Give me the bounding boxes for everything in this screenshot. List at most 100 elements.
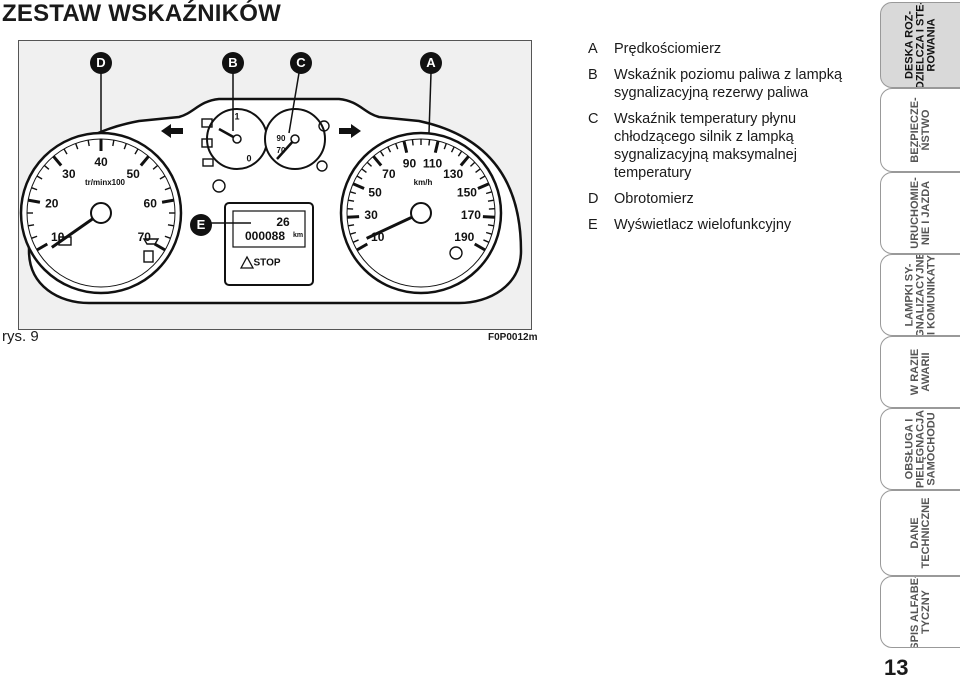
- gauge-tick: [159, 175, 166, 180]
- gauge-tick: [348, 224, 355, 227]
- tab-label: W RAZIE AWARII: [909, 348, 932, 396]
- gauge-tick: [485, 231, 493, 235]
- gauge-tick: [167, 224, 174, 227]
- gauge-tick: [483, 239, 490, 243]
- callout-lines: [100, 72, 432, 224]
- tab-label: URUCHOMIE- NIE I JAZDA: [909, 177, 932, 249]
- needle-hub: [290, 134, 300, 144]
- gauge-tick: [395, 143, 399, 150]
- temp-tick-label: 70: [277, 146, 286, 155]
- speedometer-unit: km/h: [414, 178, 433, 187]
- fog-light-icon: [318, 120, 330, 132]
- gauge-tick: [475, 168, 481, 173]
- tab-label: LAMPKI SY- GNALIZACYJNE I KOMUNIKATY: [903, 254, 938, 336]
- gauge-tick: [356, 242, 369, 252]
- legend-text: Obrotomierz: [614, 191, 694, 207]
- display-screen: [232, 210, 306, 248]
- gauge-tick: [485, 191, 493, 195]
- legend-text: Wyświetlacz wielofunkcyjny: [614, 217, 792, 233]
- gauge-tick: [153, 242, 166, 252]
- legend-item-b: B Wskaźnik poziomu paliwa z lampką sygna…: [588, 66, 860, 102]
- gauge-tick: [411, 139, 414, 146]
- headlight-icon: [201, 118, 213, 128]
- gauge-tick-label: 20: [45, 196, 59, 210]
- fuel-gauge: 01: [206, 108, 268, 170]
- fuel-mark: 0: [246, 153, 251, 163]
- tab-label: BEZPIECZE- ŃSTWO: [909, 97, 932, 163]
- gauge-tick: [457, 150, 463, 157]
- figure-caption: rys. 9: [2, 328, 39, 345]
- gauge-tick: [473, 242, 486, 252]
- gauge-tick-label: 30: [62, 167, 76, 181]
- callout-circle: [90, 52, 112, 74]
- seatbelt-icon: [316, 160, 328, 172]
- gauge-tick: [164, 187, 171, 191]
- legend-letter: A: [588, 41, 598, 57]
- tab-bezpieczenstwo[interactable]: BEZPIECZE- ŃSTWO: [880, 88, 960, 172]
- gauge-tick: [428, 139, 431, 146]
- callout-label: C: [296, 55, 306, 70]
- gauge-tick: [36, 175, 43, 180]
- gauge-tick: [349, 191, 357, 195]
- needle-hub: [90, 202, 112, 224]
- gauge-tick: [379, 150, 385, 157]
- tab-uruchomienie[interactable]: URUCHOMIE- NIE I JAZDA: [880, 172, 960, 254]
- legend-letter: B: [588, 67, 598, 83]
- gauge-tick-label: 30: [364, 208, 378, 222]
- callout-circle: [290, 52, 312, 74]
- fuel-mark: 1: [234, 111, 239, 121]
- page-number: 13: [884, 655, 909, 680]
- callout-label: B: [228, 55, 237, 70]
- oil-pressure-icon: [142, 238, 160, 245]
- gauge-tick-label: 50: [126, 167, 140, 181]
- figure-code: F0P0012m: [488, 332, 538, 343]
- gauge-tick-label: 50: [368, 185, 382, 199]
- gauge-tick: [36, 242, 49, 252]
- gauge-tick: [31, 187, 38, 191]
- gauge-tick-label: 70: [138, 230, 152, 244]
- gauge-tick: [443, 143, 447, 150]
- tab-label: DANE TECHNICZNE: [909, 497, 932, 569]
- gauge-tick: [112, 140, 115, 147]
- tab-spis-alfabetyczny[interactable]: SPIS ALFABE- TYCZNY: [880, 576, 960, 648]
- legend-letter: E: [588, 217, 598, 233]
- gauge-tick: [31, 235, 38, 239]
- tab-obsluga[interactable]: OBSŁUGA I PIELĘGNACJA SAMOCHODU: [880, 408, 960, 490]
- gauge-tick: [123, 143, 127, 150]
- tab-deska-rozdzielcza[interactable]: DESKA ROZ- DZIELCZA I STE- ROWANIA: [880, 2, 960, 88]
- tab-label: OBSŁUGA I PIELĘGNACJA SAMOCHODU: [903, 409, 938, 489]
- gauge-tick: [459, 155, 470, 167]
- low-beam-icon: [201, 138, 213, 148]
- gauge-tick-label: 130: [443, 167, 463, 181]
- display-top-value: 26: [276, 215, 290, 229]
- gauge-tick: [347, 215, 360, 219]
- legend-item-d: D Obrotomierz: [588, 190, 860, 208]
- tab-dane-techniczne[interactable]: DANE TECHNICZNE: [880, 490, 960, 576]
- gauge-tick: [402, 140, 409, 154]
- legend-text: Wskaźnik poziomu paliwa z lampką sygnali…: [614, 67, 843, 101]
- legend-letter: D: [588, 191, 599, 207]
- gauge-tick: [349, 231, 357, 235]
- gauge-tick: [356, 175, 363, 180]
- gauge-tick: [134, 148, 139, 155]
- stop-warning-label: STOP: [253, 258, 280, 269]
- legend-item-e: E Wyświetlacz wielofunkcyjny: [588, 216, 860, 234]
- needle-hub: [232, 134, 242, 144]
- temp-tick-label: 90: [277, 134, 286, 143]
- legend-list: A Prędkościomierz B Wskaźnik poziomu pal…: [588, 40, 860, 242]
- gauge-tick: [52, 155, 63, 167]
- tab-label: DESKA ROZ- DZIELCZA I STE- ROWANIA: [903, 2, 938, 88]
- gauge-tick-label: 170: [461, 208, 481, 222]
- gauge-tick: [469, 161, 476, 167]
- tab-lampki[interactable]: LAMPKI SY- GNALIZACYJNE I KOMUNIKATY: [880, 254, 960, 336]
- gauge-tick: [87, 140, 90, 147]
- gauge-tick: [433, 140, 440, 154]
- legend-letter: C: [588, 111, 599, 127]
- tab-w-razie-awarii[interactable]: W RAZIE AWARII: [880, 336, 960, 408]
- odometer-value: 000088: [245, 229, 285, 243]
- gauge-tick: [43, 164, 50, 170]
